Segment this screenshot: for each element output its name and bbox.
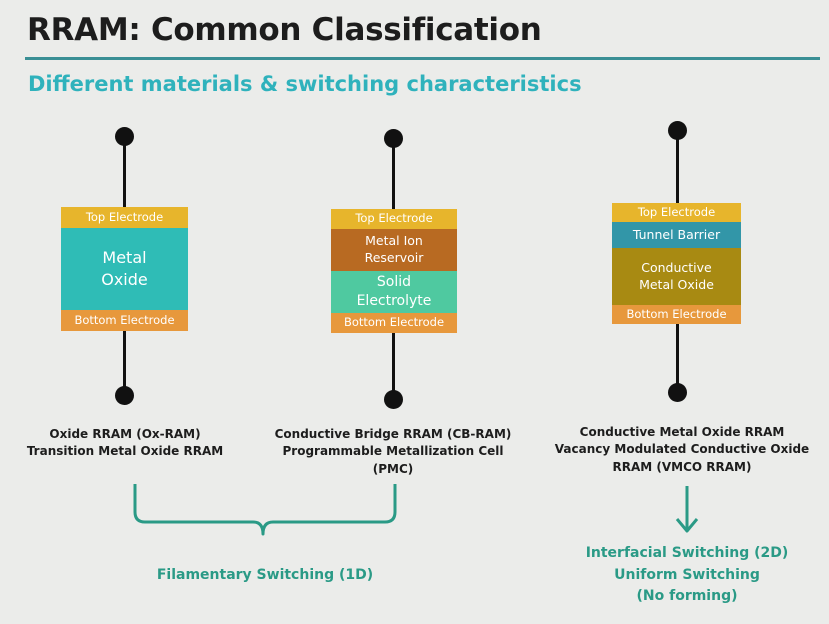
bottom-wire	[123, 331, 126, 394]
top-wire	[123, 137, 126, 207]
conductive-metal-oxide-layer: Conductive Metal Oxide	[612, 248, 741, 305]
top-electrode-layer: Top Electrode	[61, 207, 188, 228]
top-terminal-dot	[668, 121, 687, 140]
top-terminal-dot	[115, 127, 134, 146]
bottom-wire	[676, 324, 679, 386]
device-caption: Conductive Metal Oxide RRAM Vacancy Modu…	[554, 425, 810, 474]
metal-ion-reservoir-layer: Metal Ion Reservoir	[331, 229, 457, 271]
top-terminal-dot	[384, 129, 403, 148]
device-caption: Oxide RRAM (Ox-RAM) Transition Metal Oxi…	[26, 427, 224, 459]
filamentary-switching-label: Filamentary Switching (1D)	[156, 567, 374, 583]
device-caption: Conductive Bridge RRAM (CB-RAM) Programm…	[274, 427, 512, 476]
solid-electrolyte-layer: Solid Electrolyte	[331, 271, 457, 313]
arrow-down-icon	[675, 486, 699, 533]
tunnel-barrier-layer: Tunnel Barrier	[612, 222, 741, 248]
bottom-terminal-dot	[668, 383, 687, 402]
top-electrode-layer: Top Electrode	[612, 203, 741, 222]
bottom-electrode-layer: Bottom Electrode	[61, 310, 188, 331]
bottom-terminal-dot	[115, 386, 134, 405]
slide-subtitle: Different materials & switching characte…	[28, 72, 582, 96]
interfacial-switching-label: Interfacial Switching (2D) Uniform Switc…	[585, 545, 789, 605]
bottom-electrode-layer: Bottom Electrode	[612, 305, 741, 324]
title-underline	[25, 57, 820, 60]
top-wire	[676, 131, 679, 203]
bottom-electrode-layer: Bottom Electrode	[331, 313, 457, 333]
metal-oxide-layer: Metal Oxide	[61, 228, 188, 310]
slide-title: RRAM: Common Classification	[27, 12, 542, 48]
top-electrode-layer: Top Electrode	[331, 209, 457, 229]
bottom-wire	[392, 333, 395, 397]
bottom-terminal-dot	[384, 390, 403, 409]
top-wire	[392, 139, 395, 209]
